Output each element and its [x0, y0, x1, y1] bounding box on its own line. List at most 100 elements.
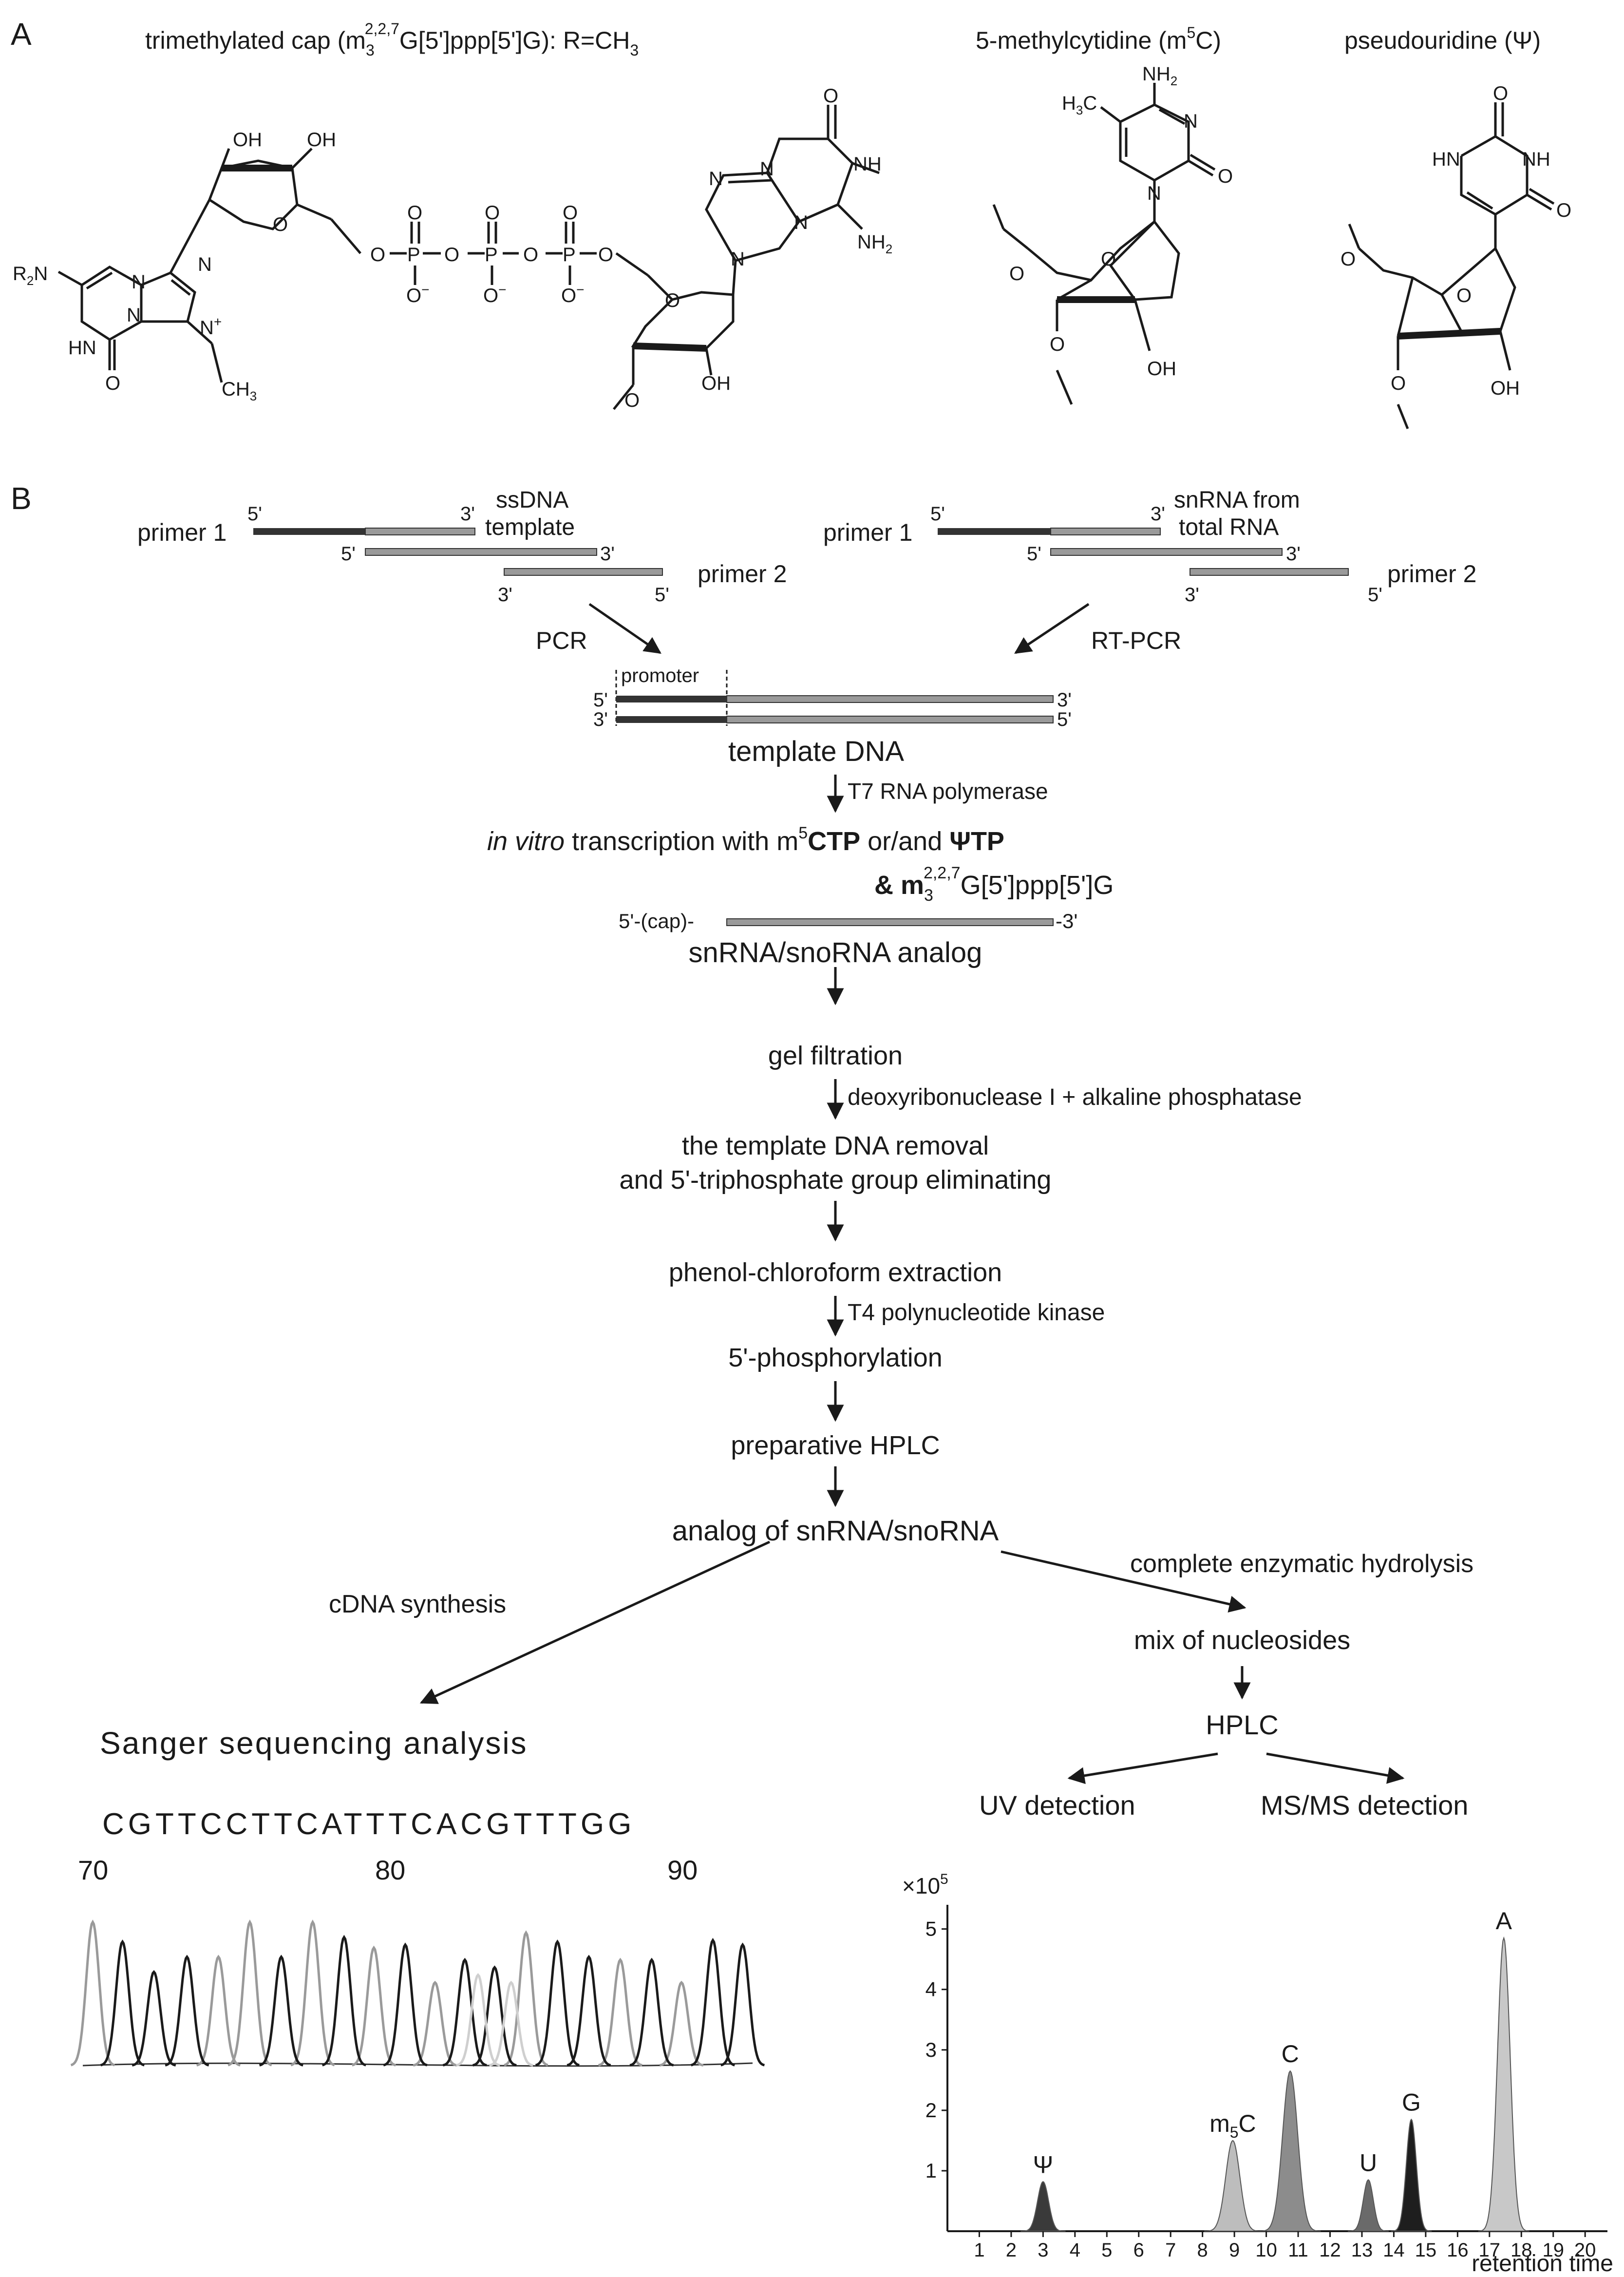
peak-label: C: [1282, 2040, 1299, 2068]
svg-text:OH: OH: [1491, 378, 1520, 399]
trace-peak: [196, 1954, 241, 2067]
svg-text:O: O: [563, 202, 578, 224]
enzyme-dnase: deoxyribonuclease I + alkaline phosphata…: [848, 1084, 1302, 1110]
svg-text:N: N: [1147, 183, 1161, 204]
svg-text:5': 5': [1057, 709, 1072, 730]
trace-peak: [504, 1930, 548, 2067]
x-tick-label: 1: [974, 2239, 984, 2261]
svg-text:template: template: [485, 514, 575, 540]
svg-text:N: N: [760, 158, 774, 180]
x-tick-label: 16: [1447, 2239, 1469, 2261]
x-tick-label: 7: [1165, 2239, 1176, 2261]
svg-text:O: O: [1050, 334, 1065, 355]
svg-text:3': 3': [593, 709, 608, 730]
svg-text:R2N: R2N: [13, 263, 48, 288]
svg-text:H3C: H3C: [1062, 93, 1097, 117]
x-tick-label: 20: [1574, 2239, 1596, 2261]
svg-text:NH: NH: [853, 153, 882, 175]
svg-text:HN: HN: [1432, 149, 1460, 170]
svg-text:O: O: [1101, 248, 1116, 270]
trace-peak: [567, 1954, 611, 2067]
svg-text:O: O: [1493, 83, 1508, 104]
trace-peak: [629, 1957, 674, 2067]
x-tick-label: 11: [1288, 2239, 1308, 2261]
step-analog: snRNA/snoRNA analog: [689, 937, 982, 968]
chromatogram-peak: [1020, 2181, 1066, 2232]
x-tick-label: 9: [1229, 2239, 1240, 2261]
svg-text:O: O: [823, 85, 838, 107]
t7-label: T7 RNA polymerase: [848, 778, 1048, 804]
svg-text:3': 3': [600, 543, 615, 565]
trace-peak: [259, 1954, 303, 2067]
trace-peak: [472, 1965, 517, 2067]
x-tick-label: 6: [1133, 2239, 1144, 2261]
svg-text:O: O: [1391, 373, 1406, 394]
svg-text:OH: OH: [701, 373, 731, 394]
svg-text:3': 3': [1151, 503, 1165, 525]
snrna-template-scheme: primer 1 5' 3' snRNA from total RNA 5' 3…: [823, 487, 1476, 606]
svg-text:primer 1: primer 1: [823, 519, 912, 546]
x-tick-label: 19: [1542, 2239, 1564, 2261]
svg-text:O: O: [407, 202, 422, 224]
svg-text:N: N: [127, 304, 141, 326]
y-tick-label: 2: [925, 2099, 937, 2122]
m5c-atoms: NH2 H3C N O N O O O OH: [1009, 63, 1233, 380]
chromatogram-peak: [1204, 2140, 1262, 2232]
svg-text:O: O: [105, 373, 120, 394]
trace-peak: [720, 1942, 765, 2067]
svg-text:NH: NH: [1522, 149, 1550, 170]
template-dna-label: template DNA: [728, 736, 904, 767]
svg-text:5'-(cap)-: 5'-(cap)-: [619, 910, 694, 932]
step-final-analog: analog of snRNA/snoRNA: [672, 1515, 999, 1547]
rtpcr-label: RT-PCR: [1091, 627, 1181, 654]
pcr-label: PCR: [536, 627, 587, 654]
svg-text:O: O: [370, 244, 385, 266]
peak-label: m5C: [1209, 2110, 1256, 2141]
svg-text:5': 5': [1368, 584, 1382, 606]
trace-peak: [598, 1957, 642, 2067]
svg-text:OH: OH: [233, 129, 262, 151]
step-phosphorylation: 5'-phosphorylation: [728, 1343, 943, 1372]
template-dna: promoter 5' 3' 3' 5': [593, 665, 1072, 730]
trace-peak: [70, 1919, 115, 2067]
svg-text:O: O: [1009, 263, 1024, 285]
svg-text:N: N: [1184, 111, 1198, 132]
rna-transcript: 5'-(cap)- -3': [619, 910, 1077, 932]
trace-peak: [165, 1954, 209, 2067]
chromatogram-peak: [1348, 2179, 1389, 2232]
svg-text:NH2: NH2: [857, 231, 892, 256]
psi-structure: [1348, 102, 1555, 429]
svg-text:ssDNA: ssDNA: [496, 487, 568, 513]
svg-text:5': 5': [1027, 543, 1041, 565]
svg-text:primer 2: primer 2: [698, 560, 787, 588]
trace-peak: [132, 1970, 176, 2067]
svg-text:promoter: promoter: [621, 665, 699, 686]
svg-text:5': 5': [593, 689, 608, 711]
cap-analog-line: & m32,2,7G[5']ppp[5']G: [874, 864, 1114, 905]
mix-label: mix of nucleosides: [1134, 1626, 1350, 1655]
uv-label: UV detection: [979, 1790, 1135, 1821]
svg-text:O: O: [1341, 248, 1356, 270]
svg-text:5': 5': [930, 503, 945, 525]
trace-peak: [321, 1935, 366, 2067]
x-tick-label: 8: [1197, 2239, 1208, 2261]
svg-text:N: N: [709, 168, 723, 190]
step-gel-filtration: gel filtration: [768, 1041, 903, 1070]
cap-atoms: R2N N HN O N N N+ CH3 OH OH O O P O O− O…: [13, 85, 892, 411]
x-tick-label: 3: [1038, 2239, 1048, 2261]
seq-tick-80: 80: [375, 1855, 405, 1885]
m5c-title: 5-methylcytidine (m5C): [976, 24, 1221, 54]
sanger-chromatogram: [70, 1919, 765, 2067]
svg-text:O−: O−: [561, 282, 584, 306]
svg-text:O: O: [444, 244, 459, 266]
svg-text:O−: O−: [406, 282, 429, 306]
y-tick-label: 3: [925, 2038, 937, 2061]
svg-text:N: N: [731, 248, 745, 270]
y-tick-label: 1: [925, 2159, 937, 2182]
step-prep-hplc: preparative HPLC: [731, 1431, 940, 1460]
svg-text:N: N: [132, 271, 146, 293]
peak-label: U: [1360, 2149, 1377, 2177]
panel-b-label: B: [11, 481, 32, 516]
